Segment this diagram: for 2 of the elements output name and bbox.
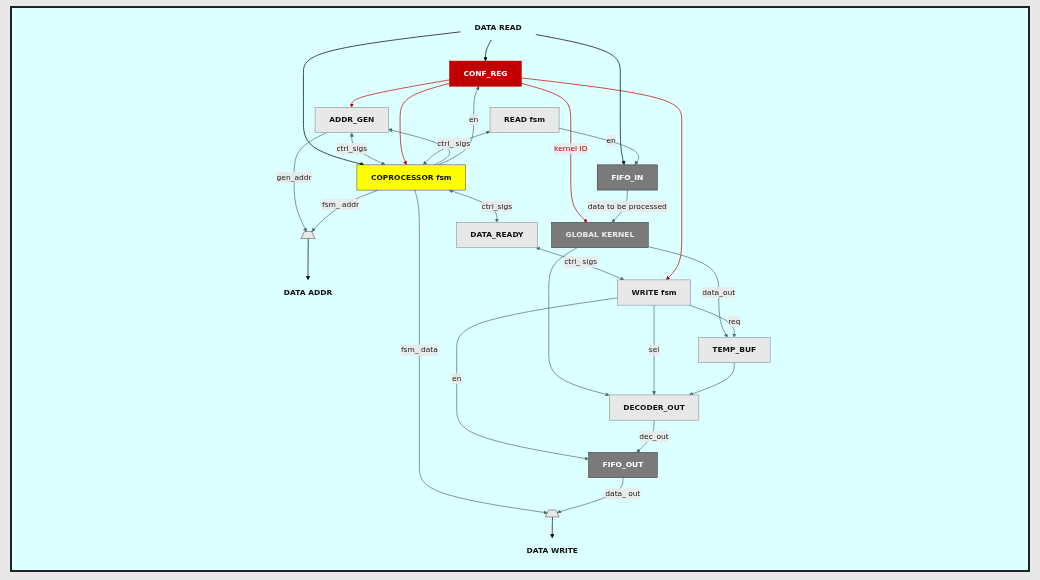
node-trapezoid [300,231,316,239]
node-trapezoid [545,509,560,518]
